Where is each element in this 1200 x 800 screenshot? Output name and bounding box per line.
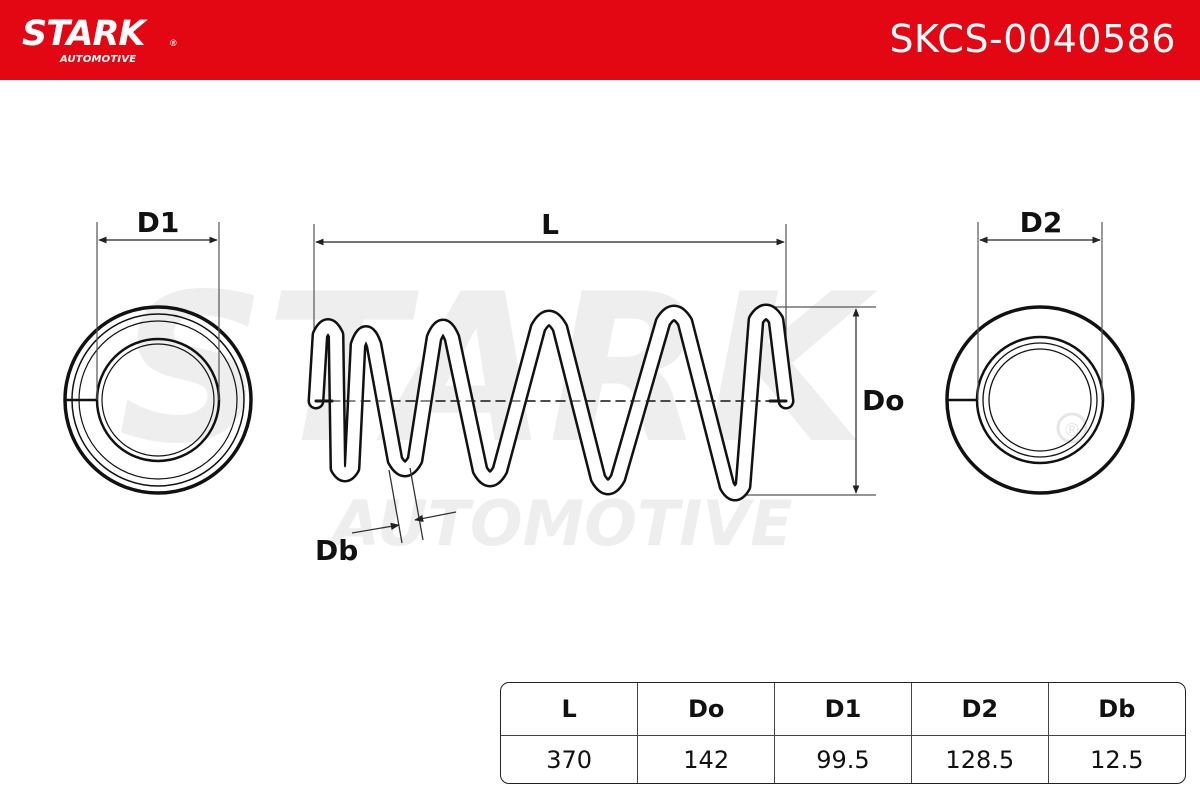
spec-table-value-row: 370 142 99.5 128.5 12.5: [501, 735, 1185, 783]
spec-header-do: Do: [637, 683, 775, 736]
spec-value-db: 12.5: [1047, 735, 1185, 783]
watermark-subtitle: AUTOMOTIVE: [327, 487, 793, 560]
label-l: L: [541, 208, 559, 241]
end-view-left: [63, 305, 253, 495]
spec-value-d2: 128.5: [910, 735, 1049, 783]
dimension-d1: [96, 222, 220, 400]
spec-table-header-row: L Do D1 D2 Db: [501, 683, 1185, 736]
spec-table: L Do D1 D2 Db 370 142 99.5 128.5 12.5: [500, 682, 1186, 784]
spec-header-d1: D1: [774, 683, 912, 736]
logo-registered-mark: ®: [170, 38, 177, 48]
spec-header-l: L: [501, 683, 638, 736]
logo-subtitle: AUTOMOTIVE: [60, 54, 137, 65]
spec-header-d2: D2: [910, 683, 1049, 736]
label-d1: D1: [137, 206, 180, 239]
watermark: STARK AUTOMOTIVE ®: [118, 251, 1088, 560]
spring-drawing: STARK AUTOMOTIVE ® D1 D2 L: [63, 206, 1135, 567]
logo-brand: STARK: [22, 14, 146, 54]
header-background: [0, 0, 1200, 80]
dimension-do: [735, 306, 876, 496]
label-do: Do: [862, 384, 904, 417]
header-bar: STARK ® AUTOMOTIVE SKCS-0040586: [0, 0, 1200, 80]
watermark-registered-mark: ®: [1063, 420, 1081, 441]
spec-header-db: Db: [1047, 683, 1185, 736]
label-db: Db: [315, 534, 358, 567]
label-d2: D2: [1020, 206, 1063, 239]
stark-logo: STARK ® AUTOMOTIVE: [22, 14, 182, 70]
end-view-right: [945, 305, 1135, 495]
dimension-d2: [977, 222, 1103, 400]
spec-value-d1: 99.5: [774, 735, 912, 783]
part-number: SKCS-0040586: [889, 17, 1176, 61]
spec-value-l: 370: [546, 745, 593, 774]
spring-side-view: [307, 303, 795, 502]
watermark-registered-circle: [1056, 412, 1088, 444]
dimension-db: [351, 467, 457, 544]
spec-value-do: 142: [637, 735, 775, 783]
